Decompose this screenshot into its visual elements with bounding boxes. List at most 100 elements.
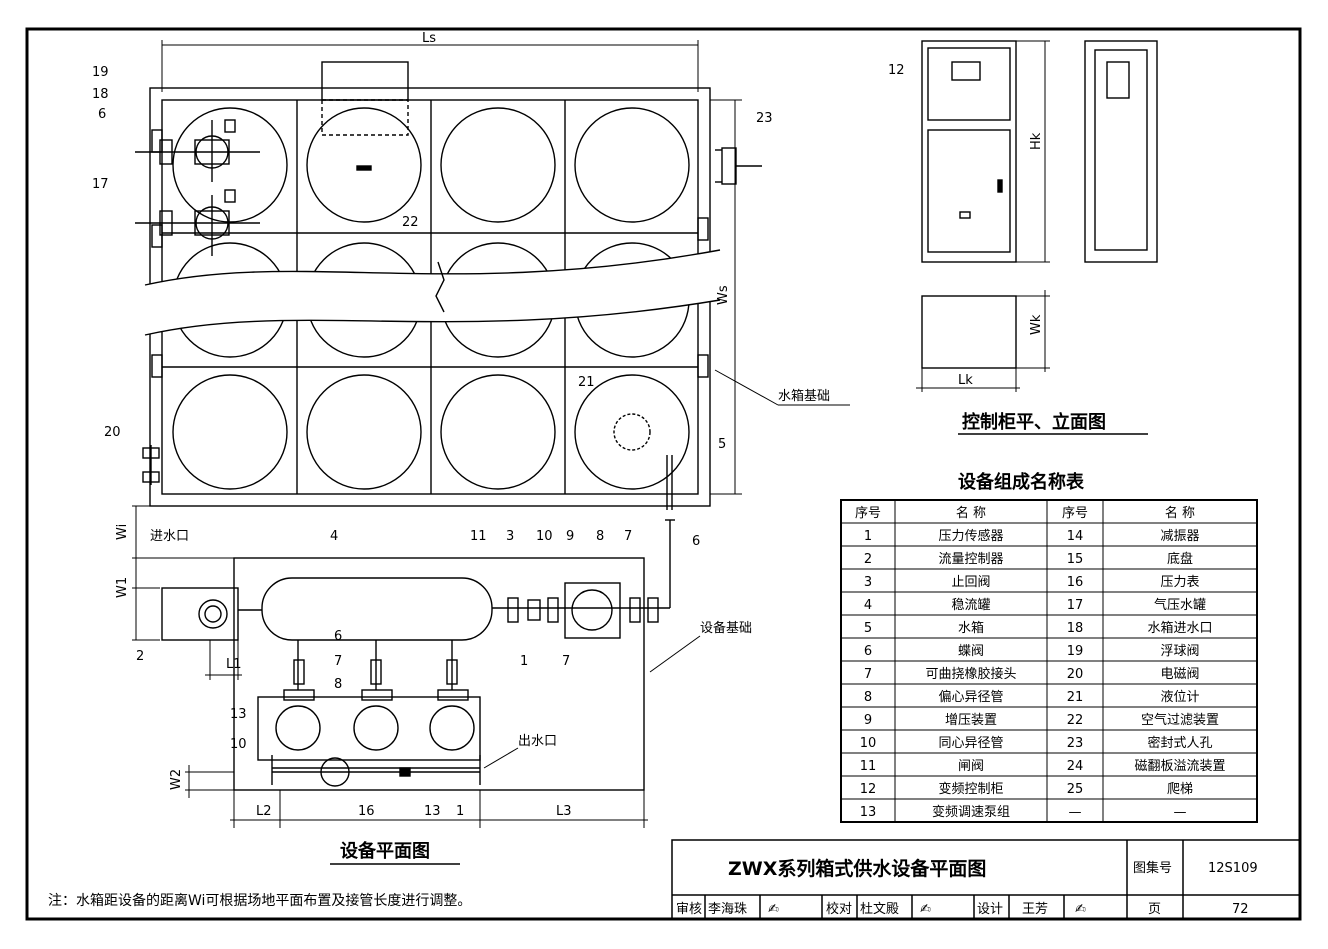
- label-Wi: Wi: [115, 524, 130, 540]
- checker: 杜文殿: [860, 902, 899, 917]
- table-cell: 7: [864, 667, 872, 682]
- tank-dimensions: [161, 40, 742, 495]
- table-cell: 爬梯: [1167, 782, 1193, 797]
- control-cabinet: [916, 40, 1158, 392]
- callout-17: 16: [358, 804, 375, 819]
- table-cell: 23: [1067, 736, 1084, 751]
- callout-19: 18: [92, 87, 109, 102]
- table-cell: 21: [1067, 690, 1084, 705]
- water-tank-plan: [135, 61, 762, 510]
- table-cell: 气压水罐: [1154, 597, 1206, 613]
- label-equip-base: 设备基础: [700, 620, 752, 636]
- table-cell: 空气过滤装置: [1141, 712, 1219, 728]
- table-cell: 磁翻板溢流装置: [1134, 759, 1225, 774]
- callout-6c: 6: [334, 629, 342, 644]
- checker-label: 校对: [826, 901, 852, 917]
- table-cell: 22: [1067, 713, 1084, 728]
- label-W2: W2: [169, 769, 184, 790]
- table-cell: 10: [860, 736, 877, 751]
- table-cell: 压力传感器: [938, 528, 1003, 544]
- table-cell: 25: [1067, 782, 1084, 797]
- designer: 王芳: [1022, 902, 1048, 917]
- table-cell: 12: [860, 782, 877, 797]
- sheet-border: [25, 27, 1302, 921]
- table-cell: 水箱进水口: [1147, 620, 1212, 636]
- label-Wk: Wk: [1029, 314, 1044, 335]
- table-cell: 蝶阀: [958, 644, 984, 659]
- table-cell: 偏心异径管: [938, 690, 1003, 705]
- table-cell: 液位计: [1160, 690, 1199, 705]
- callout-7a: 7: [624, 529, 632, 544]
- equipment-plan: [161, 519, 675, 791]
- label-L1: L1: [226, 657, 242, 672]
- table-cell: —: [1069, 805, 1082, 820]
- callout-9: 9: [566, 529, 574, 544]
- callout-16: 13: [424, 804, 441, 819]
- callout-23: 22: [402, 215, 419, 230]
- table-cell: 止回阀: [951, 575, 990, 590]
- table-cell: 流量控制器: [938, 552, 1003, 567]
- callout-24: 23: [756, 111, 773, 126]
- table-cell: 17: [1067, 598, 1084, 613]
- table-cell: 8: [864, 690, 872, 705]
- table-cell: 闸阀: [958, 759, 984, 774]
- callout-1b: 1: [456, 804, 464, 819]
- callout-7c: 7: [334, 654, 342, 669]
- title-name-table: 设备组成名称表: [958, 471, 1085, 493]
- table-cell: 15: [1067, 552, 1084, 567]
- table-cell: 同心异径管: [938, 736, 1003, 751]
- label-Lk: Lk: [958, 373, 973, 388]
- table-cell: 13: [860, 805, 877, 820]
- callout-21: 20: [104, 425, 121, 440]
- table-cell: 14: [1067, 529, 1084, 544]
- callout-10a: 10: [536, 529, 553, 544]
- reviewer-label: 审核: [676, 902, 702, 917]
- main-title: ZWX系列箱式供水设备平面图: [728, 857, 986, 880]
- callout-8b: 8: [334, 677, 342, 692]
- title-equipment-plan: 设备平面图: [340, 840, 430, 862]
- callout-6b: 6: [692, 534, 700, 549]
- callout-1a: 1: [520, 654, 528, 669]
- table-cell: 稳流罐: [951, 597, 990, 613]
- table-cell: 2: [864, 552, 872, 567]
- table-cell: 水箱: [958, 620, 984, 636]
- table-cell: 24: [1067, 759, 1084, 774]
- name-table: [840, 499, 1258, 823]
- table-cell: 6: [864, 644, 872, 659]
- table-cell: 18: [1067, 621, 1084, 636]
- reviewer-signature: ✍: [768, 902, 779, 917]
- table-cell: 增压装置: [945, 713, 997, 728]
- atlas-no: 12S109: [1208, 861, 1258, 876]
- page-no: 72: [1232, 902, 1249, 917]
- footnote: 注：水箱距设备的距离Wi可根据场地平面布置及接管长度进行调整。: [48, 892, 471, 909]
- callout-20: 19: [92, 65, 109, 80]
- table-cell: 19: [1067, 644, 1084, 659]
- table-cell: 变频调速泵组: [932, 804, 1010, 820]
- callout-12: 12: [888, 63, 905, 78]
- label-Ls: Ls: [422, 31, 436, 46]
- callout-7b: 7: [562, 654, 570, 669]
- callout-6a: 6: [98, 107, 106, 122]
- table-cell: 9: [864, 713, 872, 728]
- label-outlet: 出水口: [518, 734, 557, 749]
- callout-13: 13: [230, 707, 247, 722]
- checker-signature: ✍: [920, 902, 931, 917]
- equipment-dimensions: [132, 505, 648, 828]
- table-cell: 密封式人孔: [1147, 735, 1212, 751]
- atlas-label: 图集号: [1133, 860, 1172, 876]
- title-block: [671, 839, 1301, 920]
- callout-3: 3: [506, 529, 514, 544]
- reviewer: 李海珠: [708, 902, 747, 917]
- label-inlet: 进水口: [150, 529, 189, 544]
- table-cell: 底盘: [1167, 551, 1193, 567]
- label-Ws: Ws: [716, 285, 731, 305]
- table-cell: 可曲挠橡胶接头: [925, 666, 1016, 682]
- table-header: 名 称: [1165, 505, 1195, 521]
- label-L2: L2: [256, 804, 272, 819]
- label-Hk: Hk: [1029, 132, 1044, 150]
- callout-5: 5: [718, 437, 726, 452]
- callout-4: 4: [330, 529, 338, 544]
- callout-10b: 10: [230, 737, 247, 752]
- callout-labels: 19 18 6 17 22 23 20 21 5 4 11 3 10 9 8 7…: [92, 63, 905, 819]
